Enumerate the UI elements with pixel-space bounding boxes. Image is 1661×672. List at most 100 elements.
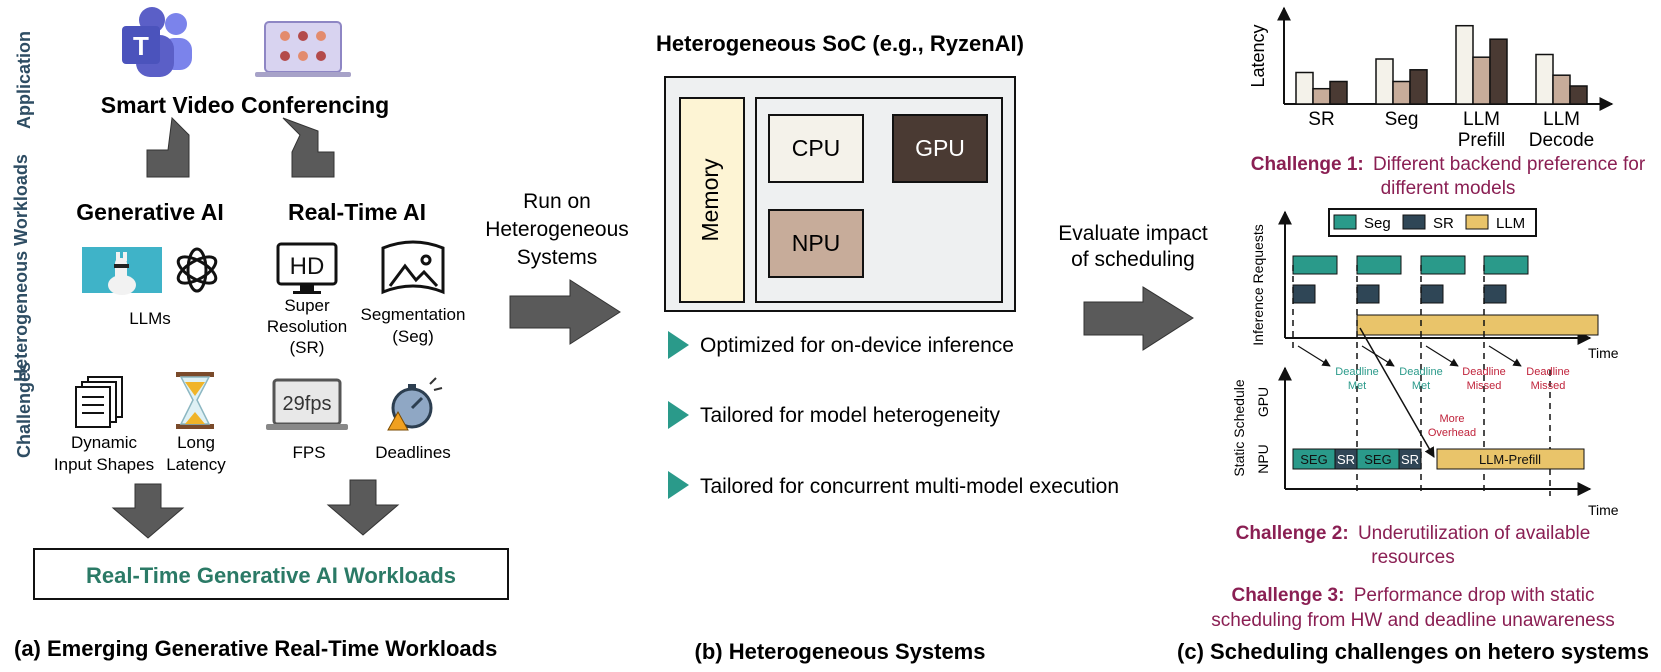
chart-ylabel: Latency xyxy=(1248,24,1268,87)
npu-seg-label: SEG xyxy=(1300,452,1327,467)
chart-category-label: SR xyxy=(1308,109,1334,130)
npu-seg-label: SEG xyxy=(1364,452,1391,467)
svg-text:HD: HD xyxy=(290,253,325,280)
npu-sr-block xyxy=(1398,448,1422,470)
legend-box xyxy=(1328,208,1537,237)
overhead-line1: More xyxy=(1439,413,1464,425)
challenge-2-line2: resources xyxy=(1371,547,1454,568)
segmentation-icon xyxy=(381,240,445,295)
gpu-axis-label: GPU xyxy=(1255,387,1271,417)
section-label-workloads: Heterogeneous Workloads xyxy=(11,154,31,382)
memory-block xyxy=(679,97,745,303)
svg-text:29fps: 29fps xyxy=(283,393,332,415)
sr-request xyxy=(1420,284,1444,304)
caption-c: (c) Scheduling challenges on hetero syst… xyxy=(1177,639,1649,664)
bullet-icon-3 xyxy=(668,471,689,499)
fps-label: FPS xyxy=(292,443,325,462)
laptop-fps-icon: 29fps xyxy=(266,378,348,430)
npu-block xyxy=(768,209,864,278)
challenge-2-text: Underutilization of available xyxy=(1358,523,1590,544)
arrow-to-genai xyxy=(146,116,190,178)
deadline-3-line2: Missed xyxy=(1467,380,1502,392)
challenge-1: Challenge 1: Different backend preferenc… xyxy=(1251,154,1646,175)
latency-bar xyxy=(1409,69,1428,105)
latency-bar xyxy=(1552,74,1571,105)
video-conference-icon xyxy=(255,21,351,77)
legend-seg: Seg xyxy=(1364,215,1391,232)
arrow-down-right xyxy=(326,479,400,536)
bullet-1: Optimized for on-device inference xyxy=(700,334,1014,357)
deadline-arrows xyxy=(1297,345,1522,367)
deadlines-label: Deadlines xyxy=(375,443,451,462)
npu-sr-label: SR xyxy=(1337,452,1355,467)
deadline-2-line2: Met xyxy=(1412,380,1430,392)
arrow-down-left xyxy=(111,483,185,539)
legend-seg-swatch xyxy=(1333,214,1357,230)
deadline-2-line1: Deadline xyxy=(1399,366,1442,378)
challenge-1-text: Different backend preference for xyxy=(1373,154,1646,175)
hourglass-icon xyxy=(176,372,214,429)
cpu-block xyxy=(768,114,864,183)
sr-request xyxy=(1292,284,1316,304)
bullet-icon-2 xyxy=(668,401,689,429)
eval-line2: of scheduling xyxy=(1071,248,1195,271)
long-label-line1: Long xyxy=(177,433,215,452)
hd-monitor-icon: HD xyxy=(276,242,338,294)
llms-label: LLMs xyxy=(129,309,171,328)
bullet-2: Tailored for model heterogeneity xyxy=(700,404,1001,427)
legend-sr-swatch xyxy=(1402,214,1426,230)
overhead-line2: Overhead xyxy=(1428,427,1476,439)
run-on-line1: Run on xyxy=(523,190,591,213)
requests-ylabel: Inference Requests xyxy=(1250,224,1266,345)
deadline-4-line1: Deadline xyxy=(1526,366,1569,378)
seg-request xyxy=(1292,255,1338,275)
challenge-2-bold: Challenge 2: xyxy=(1236,523,1349,544)
deadline-1-line2: Met xyxy=(1348,380,1366,392)
latency-bar xyxy=(1535,53,1554,105)
chart-category-label: Decode xyxy=(1529,130,1595,151)
run-on-line2: Heterogeneous xyxy=(485,218,629,241)
seg-request xyxy=(1420,255,1466,275)
section-label-challenges: Challenges xyxy=(14,362,34,458)
requests-plot: Inference Requests Time Seg SR LLM xyxy=(1250,208,1619,361)
panel-a: Application Heterogeneous Workloads Chal… xyxy=(11,7,509,661)
legend-llm: LLM xyxy=(1496,215,1525,232)
deadline-4-line2: Missed xyxy=(1531,380,1566,392)
latency-bar xyxy=(1312,87,1331,105)
challenge-1-line2: different models xyxy=(1381,178,1516,199)
sr-request xyxy=(1356,284,1380,304)
static-ylabel: Static Schedule xyxy=(1231,379,1247,476)
seg-label-line1: Segmentation xyxy=(361,305,466,324)
npu-sr-label: SR xyxy=(1401,452,1419,467)
chart-category-label: Seg xyxy=(1385,109,1419,130)
latency-bar xyxy=(1489,38,1508,105)
openai-icon xyxy=(176,247,218,293)
sr-label-line2: Resolution xyxy=(267,317,347,336)
caption-a: (a) Emerging Generative Real-Time Worklo… xyxy=(14,636,497,661)
gpu-block xyxy=(892,114,988,183)
overhead-arrow xyxy=(1359,327,1435,458)
caption-b: (b) Heterogeneous Systems xyxy=(695,639,986,664)
legend-sr: SR xyxy=(1433,215,1454,232)
challenge-3-line2: scheduling from HW and deadline unawaren… xyxy=(1211,610,1614,631)
stopwatch-icon xyxy=(387,377,443,431)
latency-bar xyxy=(1295,71,1314,105)
deadline-1-line1: Deadline xyxy=(1335,366,1378,378)
rtai-title: Real-Time AI xyxy=(288,199,426,225)
legend-llm-swatch xyxy=(1465,214,1489,230)
latency-bar xyxy=(1455,24,1474,105)
npu-llm-prefill-block xyxy=(1436,448,1585,470)
eval-line1: Evaluate impact xyxy=(1058,222,1208,245)
challenge-3-text: Performance drop with static xyxy=(1354,585,1595,606)
arrow-right-c xyxy=(1083,286,1194,351)
documents-icon xyxy=(75,376,123,428)
schedule-time-label: Time xyxy=(1588,502,1619,518)
app-title: Smart Video Conferencing xyxy=(101,92,389,118)
sr-label-line3: (SR) xyxy=(290,338,325,357)
challenge-1-bold: Challenge 1: xyxy=(1251,154,1364,175)
soc-title: Heterogeneous SoC (e.g., RyzenAI) xyxy=(656,31,1024,56)
schedule-plot: Static Schedule GPU NPU Time SEG SR SEG … xyxy=(1231,366,1619,518)
arrow-right-b xyxy=(509,279,621,345)
cpu-label: CPU xyxy=(792,135,841,161)
